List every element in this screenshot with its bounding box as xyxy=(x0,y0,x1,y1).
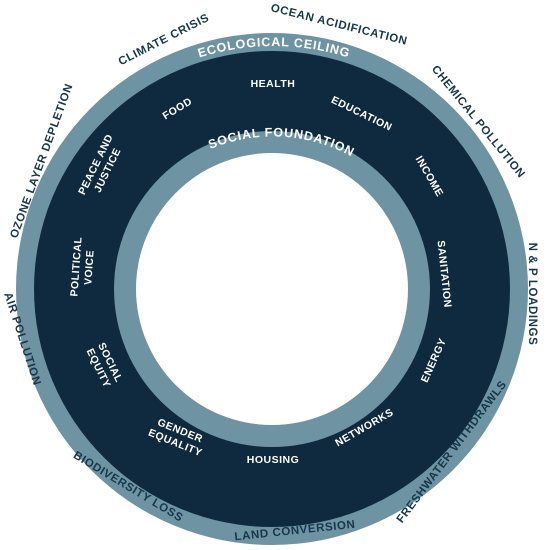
social-foundation-label: HOUSING xyxy=(247,454,300,466)
social-foundation-label-line: HEALTH xyxy=(251,78,296,90)
social-foundation-label: HEALTH xyxy=(251,78,296,90)
social-foundation-label-line: POLITICAL xyxy=(68,236,84,297)
social-foundation-label-line: HOUSING xyxy=(247,454,300,466)
social-foundation-label: POLITICALVOICE xyxy=(68,236,97,298)
shortfall-center xyxy=(136,153,408,425)
social-foundation-label-line: VOICE xyxy=(82,250,96,286)
ecological-ceiling-label: N & P LOADINGS xyxy=(526,243,538,346)
